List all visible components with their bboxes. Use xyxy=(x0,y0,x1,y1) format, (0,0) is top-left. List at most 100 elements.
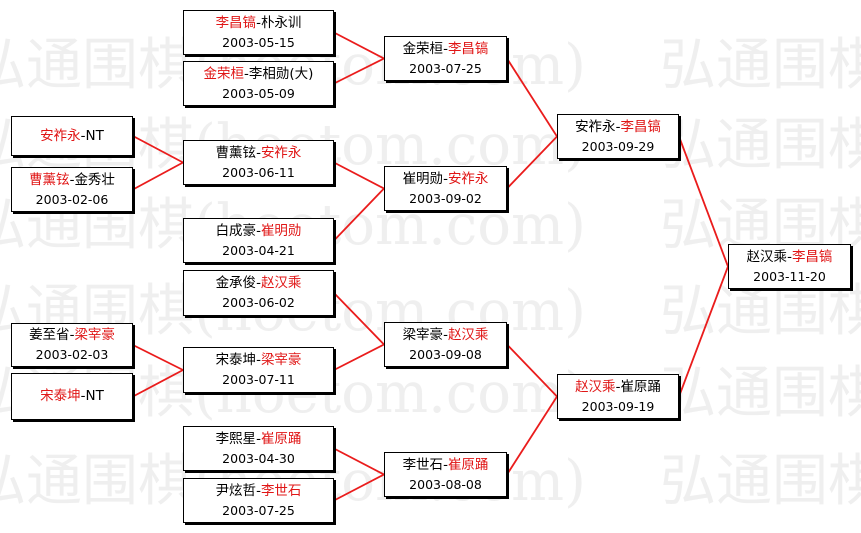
match-box-r2e: 金承俊-赵汉乘 2003-06-02 xyxy=(183,270,334,316)
connector-r2c-r3b xyxy=(333,161,385,190)
vs-separator: - xyxy=(256,352,261,368)
match-date: 2003-02-06 xyxy=(35,191,109,207)
connector-r2d-r3b xyxy=(333,187,385,242)
match-date: 2003-05-09 xyxy=(222,85,295,101)
connector-r4b-final xyxy=(678,266,729,397)
vs-separator: - xyxy=(615,118,621,135)
watermark-text: 弘通围棋(hoetom.com) xyxy=(660,449,861,514)
player-2: 李相勋(大) xyxy=(248,65,314,82)
player-1: 宋泰坤 xyxy=(215,352,257,368)
player-1: 赵汉乘 xyxy=(575,378,616,395)
vs-separator: - xyxy=(615,378,621,395)
match-box-r1d: 宋泰坤-NT xyxy=(11,373,133,420)
player-1: 金荣桓 xyxy=(402,40,444,57)
player-1: 金荣桓 xyxy=(203,65,245,82)
match-players: 宋泰坤-NT xyxy=(40,387,104,406)
player-1: 李世石 xyxy=(402,456,444,473)
player-2: NT xyxy=(85,127,104,144)
connector-r2g-r3d xyxy=(333,447,385,476)
match-players: 崔明勋-安祚永 xyxy=(403,170,489,189)
connector-r3b-r4a xyxy=(506,135,558,190)
match-players: 安祚永-NT xyxy=(40,127,104,146)
match-box-r1a: 安祚永-NT xyxy=(11,116,133,156)
player-2: 崔明勋 xyxy=(260,222,302,239)
vs-separator: - xyxy=(256,222,261,239)
match-box-r2b: 金荣桓-李相勋(大)2003-05-09 xyxy=(183,61,334,106)
connector-r2h-r3d xyxy=(333,473,385,502)
match-players: 李熙星-崔原踊 xyxy=(216,430,302,449)
player-1: 姜至省 xyxy=(29,327,70,343)
connector-r2e-r3c xyxy=(333,292,385,346)
vs-separator: - xyxy=(80,388,86,404)
player-1: 李熙星 xyxy=(215,430,257,447)
watermark-text: 弘通围棋(hoetom.com) xyxy=(660,33,861,98)
match-players: 梁宰豪-赵汉乘 xyxy=(403,326,489,345)
player-1: 白成豪 xyxy=(215,222,257,239)
watermark-text: 弘通围棋(hoetom.com) xyxy=(660,113,861,178)
vs-separator: - xyxy=(69,327,75,343)
watermark-text: 弘通围棋(hoetom.com) xyxy=(660,361,861,426)
match-players: 赵汉乘-崔原踊 xyxy=(575,378,661,397)
player-2: 李昌镐 xyxy=(447,40,489,57)
vs-separator: - xyxy=(443,326,448,343)
player-1: 赵汉乘 xyxy=(746,248,788,265)
vs-separator: - xyxy=(69,171,75,188)
connector-r1b-r2c xyxy=(132,161,184,191)
player-2: 李昌镐 xyxy=(791,248,833,265)
vs-separator: - xyxy=(256,275,261,291)
match-players: 金荣桓-李相勋(大) xyxy=(204,65,314,84)
vs-separator: - xyxy=(443,456,448,473)
match-date: 2003-04-21 xyxy=(222,242,295,258)
player-2: 赵汉乘 xyxy=(447,326,489,343)
match-players: 姜至省-梁宰豪 xyxy=(29,326,115,345)
match-players: 安祚永-李昌镐 xyxy=(575,118,661,137)
player-2: 金秀壮 xyxy=(74,171,115,188)
player-1: 崔明勋 xyxy=(402,170,444,187)
match-box-r2f: 宋泰坤-梁宰豪 2003-07-11 xyxy=(183,347,334,393)
match-date: 2003-07-11 xyxy=(222,372,295,387)
match-date: 2003-02-03 xyxy=(35,347,109,362)
connector-r1d-r2f xyxy=(132,369,184,398)
player-2: 崔原踊 xyxy=(620,378,661,395)
vs-separator: - xyxy=(80,127,86,144)
match-date: 2003-09-19 xyxy=(581,398,655,414)
player-2: 李世石 xyxy=(260,482,302,499)
player-1: 曹薰铉 xyxy=(215,144,257,161)
vs-separator: - xyxy=(443,170,448,187)
match-players: 金承俊-赵汉乘 xyxy=(216,274,302,293)
match-box-r1c: 姜至省-梁宰豪 2003-02-03 xyxy=(11,323,133,367)
player-2: 安祚永 xyxy=(447,170,489,187)
match-players: 金荣桓-李昌镐 xyxy=(403,40,489,59)
player-2: 安祚永 xyxy=(260,144,302,161)
match-date: 2003-06-02 xyxy=(222,295,295,310)
vs-separator: - xyxy=(256,482,261,499)
connector-r4a-final xyxy=(678,136,729,267)
match-players: 白成豪-崔明勋 xyxy=(216,222,302,241)
vs-separator: - xyxy=(443,40,448,57)
connector-r1a-r2c xyxy=(132,135,184,164)
match-date: 2003-11-20 xyxy=(753,268,826,284)
match-players: 曹薰铉-安祚永 xyxy=(216,144,302,163)
match-date: 2003-09-02 xyxy=(409,190,482,206)
vs-separator: - xyxy=(256,144,261,161)
player-2: 梁宰豪 xyxy=(260,352,302,368)
player-2: 崔原踊 xyxy=(447,456,489,473)
match-players: 宋泰坤-梁宰豪 xyxy=(216,351,302,370)
connector-r3d-r4b xyxy=(506,396,558,475)
player-1: 宋泰坤 xyxy=(40,388,81,404)
match-date: 2003-05-15 xyxy=(222,34,295,50)
player-1: 安祚永 xyxy=(575,118,616,135)
connector-r2a-r3a xyxy=(333,31,385,60)
match-date: 2003-07-25 xyxy=(409,60,482,76)
